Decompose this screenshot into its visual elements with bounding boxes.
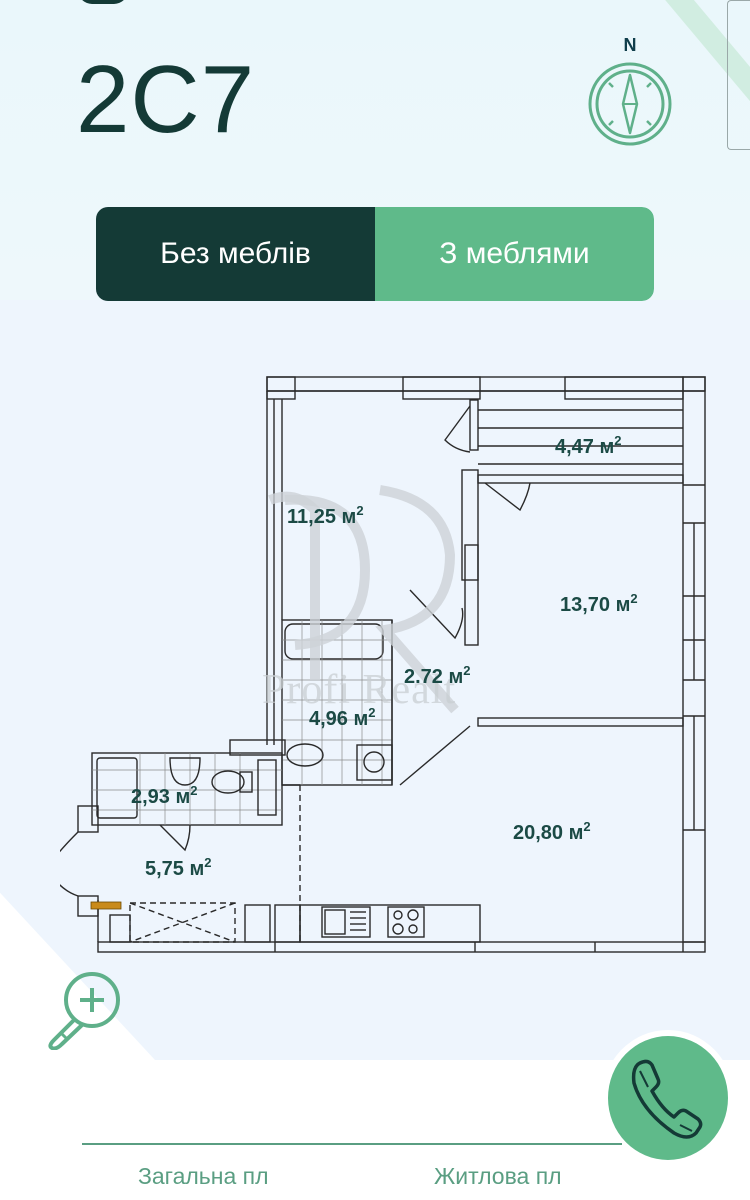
room-area-bathroom-2: 2,93 м2 xyxy=(131,783,198,808)
room-area-corridor: 2.72 м2 xyxy=(404,663,471,688)
apartment-code: 2С7 xyxy=(76,46,256,153)
furniture-toggle: Без меблів З меблями xyxy=(96,207,654,301)
tab-with-furniture[interactable]: З меблями xyxy=(375,207,654,301)
north-label: N xyxy=(623,35,637,55)
room-area-bedroom-1: 11,25 м2 xyxy=(287,503,364,528)
watermark-text: Profi Realt xyxy=(262,667,457,713)
zoom-in-icon xyxy=(48,972,120,1051)
tab-without-furniture[interactable]: Без меблів xyxy=(96,207,375,301)
top-decoration xyxy=(78,0,128,4)
phone-icon xyxy=(631,1059,703,1139)
divider xyxy=(82,1143,622,1145)
room-area-bedroom-2: 13,70 м2 xyxy=(560,591,638,616)
room-area-bathroom-1: 4,96 м2 xyxy=(309,705,376,730)
room-area-kitchen-living: 20,80 м2 xyxy=(513,819,591,844)
living-area-label: Житлова пл xyxy=(434,1163,562,1189)
call-button[interactable] xyxy=(602,1030,734,1166)
total-area-label: Загальна пл xyxy=(138,1163,269,1189)
floor-plan[interactable] xyxy=(60,370,720,960)
compass: N xyxy=(582,35,678,151)
zoom-in-button[interactable] xyxy=(40,970,126,1051)
radiator-icon xyxy=(90,901,122,910)
compass-icon xyxy=(588,62,672,146)
room-area-balcony: 4,47 м2 xyxy=(555,433,622,458)
scroll-edge xyxy=(727,0,750,150)
room-area-hallway: 5,75 м2 xyxy=(145,855,212,880)
